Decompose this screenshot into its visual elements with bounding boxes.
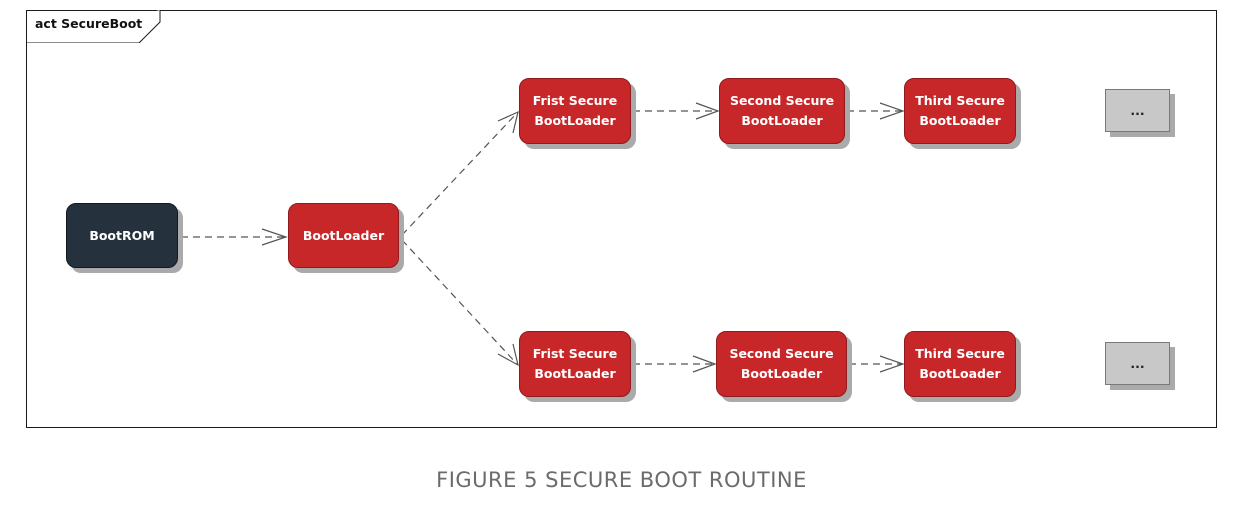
arrowhead-bottom-second [692,355,717,373]
node-bootloader-label: BootLoader [302,227,385,243]
node-top-third-secure-bootloader: Third Secure BootLoader [904,78,1016,144]
node-bottom-first-secure-bootloader: Frist Secure BootLoader [519,331,631,397]
node-bootloader: BootLoader [288,203,399,268]
arrowhead-bottom-first [497,343,519,367]
node-bootrom-label: BootROM [89,227,155,243]
node-bootrom: BootROM [66,203,178,268]
node-label-line-2: BootLoader [919,113,1001,128]
node-top-first-secure-bootloader: Frist Secure BootLoader [519,78,631,144]
node-label-line-1: Frist Secure [532,346,618,361]
node-label-line-1: Frist Secure [532,93,618,108]
node-label-line-2: BootLoader [741,113,823,128]
node-label-line-2: BootLoader [740,366,823,381]
node-label: ... [1130,102,1145,118]
node-label-line-2: BootLoader [534,113,616,128]
node-label-line-1: Second Secure [729,346,834,361]
frame-title: act SecureBoot [35,16,143,31]
edge-bootloader-top-first [401,112,518,236]
node-bottom-second-secure-bootloader: Second Secure BootLoader [716,331,847,397]
edge-bootloader-bottom-first [401,239,518,365]
arrowhead-bootloader [261,228,288,246]
node-label-line-2: BootLoader [919,366,1001,381]
node-label-line-1: Third Secure [915,93,1005,108]
frame-label-tab [26,10,166,43]
arrowhead-top-second [695,102,720,120]
node-label: ... [1130,355,1145,371]
arrowhead-top-first [497,110,519,134]
node-label-line-2: BootLoader [534,366,616,381]
figure-caption: FIGURE 5 SECURE BOOT ROUTINE [436,468,807,492]
node-bottom-third-secure-bootloader: Third Secure BootLoader [904,331,1016,397]
node-label-line-1: Second Secure [729,93,835,108]
arrowhead-bottom-third [879,355,905,373]
node-top-second-secure-bootloader: Second Secure BootLoader [719,78,845,144]
node-label-line-1: Third Secure [915,346,1005,361]
node-top-more-placeholder: ... [1105,89,1170,132]
arrowhead-top-third [879,102,905,120]
node-bottom-more-placeholder: ... [1105,342,1170,385]
